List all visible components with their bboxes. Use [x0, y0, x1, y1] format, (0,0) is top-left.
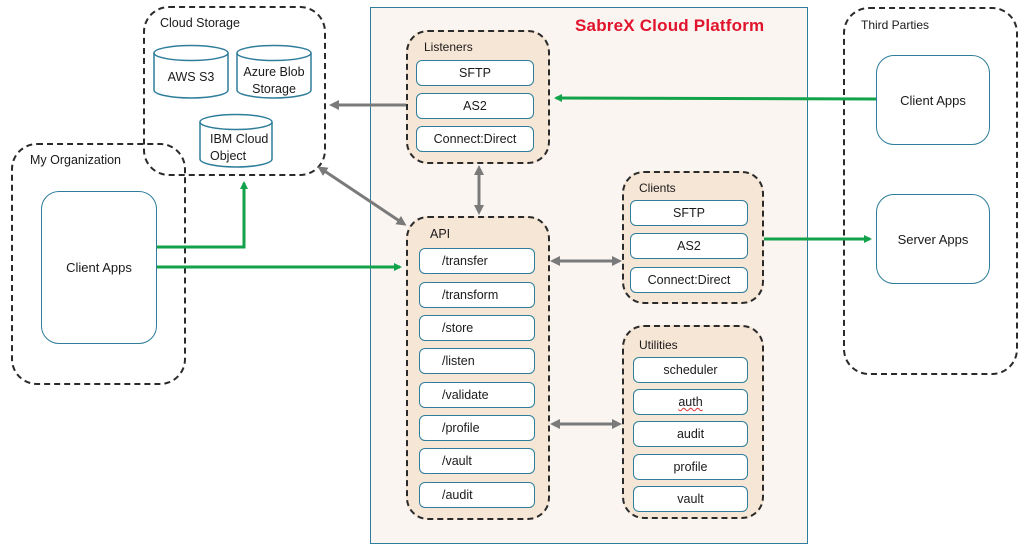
third-party-client-apps-box[interactable]: Client Apps [876, 55, 990, 145]
cloud-storage-group: Cloud Storage [143, 6, 326, 176]
client-connect-direct[interactable]: Connect:Direct [630, 267, 748, 293]
my-org-client-apps-label: Client Apps [66, 260, 132, 275]
api-store[interactable]: /store [419, 315, 535, 341]
client-as2[interactable]: AS2 [630, 233, 748, 259]
my-org-client-apps-box[interactable]: Client Apps [41, 191, 157, 344]
azure-blob-label-line1: Azure Blob [243, 65, 305, 79]
api-vault[interactable]: /vault [419, 448, 535, 474]
ibm-cloud-object-label: IBM Cloud Object [198, 131, 274, 165]
utilities-label: Utilities [639, 338, 678, 352]
listener-connect-direct[interactable]: Connect:Direct [416, 126, 534, 152]
utility-audit[interactable]: audit [633, 421, 748, 447]
utility-vault[interactable]: vault [633, 486, 748, 512]
database-cylinder-icon [153, 44, 229, 99]
platform-title: SabreX Cloud Platform [575, 16, 765, 35]
third-party-server-apps-label: Server Apps [897, 231, 969, 247]
aws-s3-label: AWS S3 [167, 70, 215, 84]
api-label: API [430, 227, 451, 241]
ibm-cloud-object-store[interactable]: IBM Cloud Object [198, 113, 274, 169]
utility-profile[interactable]: profile [633, 454, 748, 480]
utility-scheduler[interactable]: scheduler [633, 357, 748, 383]
ibm-label-line2: Object [210, 149, 247, 163]
listener-sftp[interactable]: SFTP [416, 60, 534, 86]
api-profile[interactable]: /profile [419, 415, 535, 441]
api-listen[interactable]: /listen [419, 348, 535, 374]
listener-as2[interactable]: AS2 [416, 93, 534, 119]
third-party-server-apps-box[interactable]: Server Apps [876, 194, 990, 284]
api-audit[interactable]: /audit [419, 482, 535, 508]
api-transfer[interactable]: /transfer [419, 248, 535, 274]
azure-blob-label-line2: Storage [252, 82, 296, 96]
cloud-storage-label: Cloud Storage [160, 16, 240, 30]
database-cylinder-icon [199, 113, 273, 168]
third-party-client-apps-label: Client Apps [900, 92, 966, 108]
my-organization-label: My Organization [30, 153, 122, 167]
third-parties-group: Third Parties [843, 7, 1018, 375]
azure-blob-store[interactable]: Azure Blob Storage [235, 44, 313, 100]
third-parties-label: Third Parties [861, 18, 930, 32]
utility-auth[interactable]: auth [633, 389, 748, 415]
aws-s3-store[interactable]: AWS S3 [152, 44, 230, 100]
utility-auth-label: auth [678, 395, 703, 409]
listeners-label: Listeners [424, 40, 473, 54]
azure-blob-label: Azure Blob Storage [235, 64, 313, 98]
api-transform[interactable]: /transform [419, 282, 535, 308]
my-organization-group: My Organization [11, 143, 186, 385]
database-cylinder-icon [236, 44, 312, 99]
client-sftp[interactable]: SFTP [630, 200, 748, 226]
ibm-label-line1: IBM Cloud [210, 132, 269, 146]
api-validate[interactable]: /validate [419, 382, 535, 408]
clients-label: Clients [639, 181, 676, 195]
